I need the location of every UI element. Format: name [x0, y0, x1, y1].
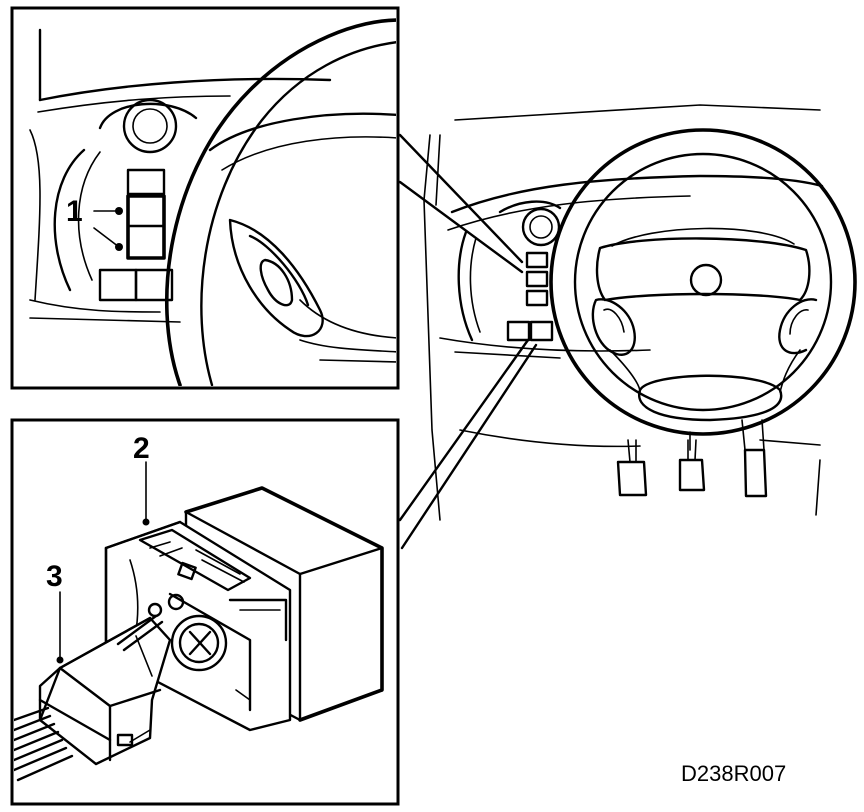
wiring-connector: [14, 614, 172, 782]
steering-wheel: [549, 128, 857, 436]
callout-2: 2: [133, 432, 150, 465]
figure-reference-code: D238R007: [681, 761, 787, 786]
callout-1: 1: [66, 195, 83, 228]
pedals: [616, 419, 768, 498]
inset-relay-closeup: [10, 418, 400, 806]
callout-3: 3: [46, 560, 63, 593]
inset-dashboard-closeup: [10, 6, 400, 390]
switch-stack-highlighted: [98, 168, 174, 302]
zoom-leader-lines: [398, 133, 538, 550]
switch-stack-small: [506, 251, 554, 342]
dashboard-overview: [423, 104, 857, 521]
